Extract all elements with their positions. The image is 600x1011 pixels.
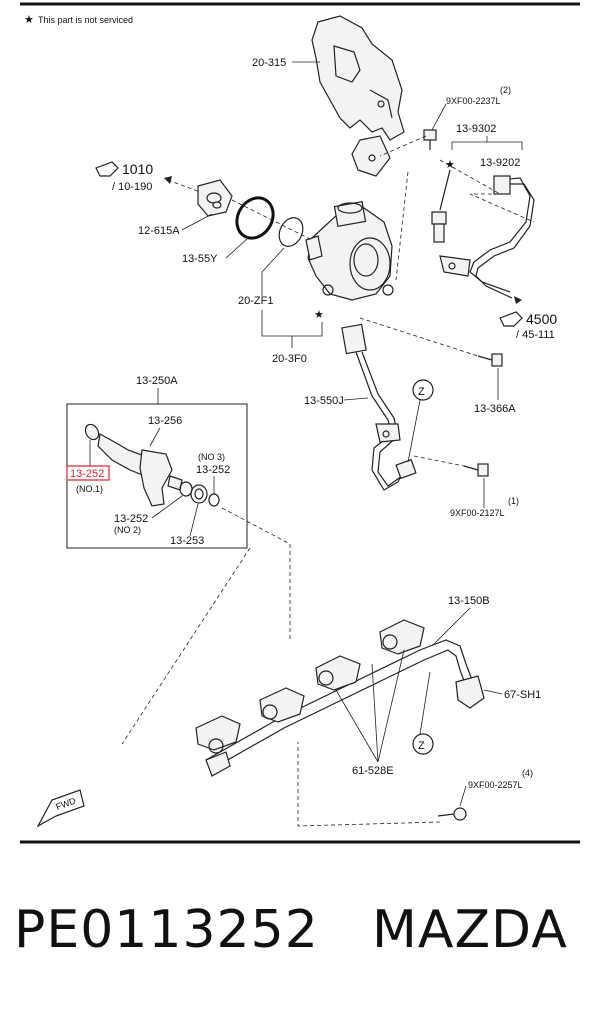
o-ring-20-zf1 <box>278 217 304 247</box>
brand-name: MAZDA <box>372 900 568 960</box>
fwd-arrow: FWD <box>36 789 85 828</box>
label-9xf00-2237l-qty: (2) <box>500 85 511 95</box>
label-9xf00-2127l-qty: (1) <box>508 496 519 506</box>
label-1010: 1010 <box>122 161 153 177</box>
fuel-pipe-13-9202 <box>439 175 535 299</box>
label-45-111: / 45-111 <box>516 329 555 341</box>
seal-no3 <box>208 493 220 507</box>
label-13-250a: 13-250A <box>136 375 178 387</box>
label-9xf00-2257l-qty: (4) <box>522 768 533 778</box>
label-no1: (NO.1) <box>76 484 103 494</box>
label-4500: 4500 <box>526 311 557 327</box>
ref-1010: 1010 / 10-190 <box>95 161 153 193</box>
label-12-615a: 12-615A <box>138 225 180 237</box>
label-20-zf1: 20-ZF1 <box>238 295 273 307</box>
label-13-150b: 13-150B <box>448 595 490 607</box>
seal-no2 <box>179 481 193 497</box>
washer-13-253 <box>190 484 208 504</box>
label-13-252-no3: 13-252 <box>196 464 230 476</box>
label-67-sh1: 67-SH1 <box>504 689 541 701</box>
label-no2: (NO 2) <box>114 525 141 535</box>
label-9xf00-2237l: 9XF00-2237L <box>446 96 501 106</box>
part-number: PE0113252 <box>14 900 319 960</box>
label-10-190: / 10-190 <box>112 181 152 193</box>
label-9xf00-2257l: 9XF00-2257L <box>468 780 523 790</box>
heat-shield-bracket <box>311 15 405 177</box>
label-20-315: 20-315 <box>252 57 286 69</box>
label-9xf00-2127l: 9XF00-2127L <box>450 508 505 518</box>
label-13-550j: 13-550J <box>304 395 344 407</box>
fuel-rail <box>195 619 485 777</box>
high-pressure-fuel-pump <box>305 201 394 301</box>
label-13-256: 13-256 <box>148 415 182 427</box>
pressure-sensor <box>431 169 451 243</box>
star-20-3f0: ★ <box>314 309 324 321</box>
bolt-13-366a <box>477 353 503 367</box>
label-13-366a: 13-366A <box>474 403 516 415</box>
bolt-9xf00-2127l <box>463 463 489 477</box>
tappet-12-615a <box>197 179 233 217</box>
footer: PE0113252 MAZDA <box>0 895 600 975</box>
o-ring-13-55y <box>235 196 275 240</box>
label-13-252-no2: 13-252 <box>114 513 148 525</box>
label-13-55y: 13-55Y <box>182 253 218 265</box>
notice-star: ★ <box>24 14 34 26</box>
ref-4500: 4500 / 45-111 <box>499 311 557 341</box>
z-marker-2 <box>412 733 434 755</box>
label-z2: Z <box>418 740 425 752</box>
label-z1: Z <box>418 386 425 398</box>
highlight-13-252-no1 <box>66 465 110 481</box>
bolt-9xf00-2237l <box>379 129 437 157</box>
bolt-9xf00-2257l <box>437 807 467 821</box>
label-no3: (NO 3) <box>198 452 225 462</box>
notice-text: This part is not serviced <box>38 15 133 25</box>
label-13-9302: 13-9302 <box>456 123 496 135</box>
star-13-9302: ★ <box>445 159 455 171</box>
fuel-pipe-13-550j <box>341 323 417 491</box>
label-13-252-no1: 13-252 <box>70 468 104 480</box>
label-61-528e: 61-528E <box>352 765 394 777</box>
label-13-253: 13-253 <box>170 535 204 547</box>
label-13-9202: 13-9202 <box>480 157 520 169</box>
label-20-3f0: 20-3F0 <box>272 353 307 365</box>
z-marker-1 <box>412 379 434 401</box>
